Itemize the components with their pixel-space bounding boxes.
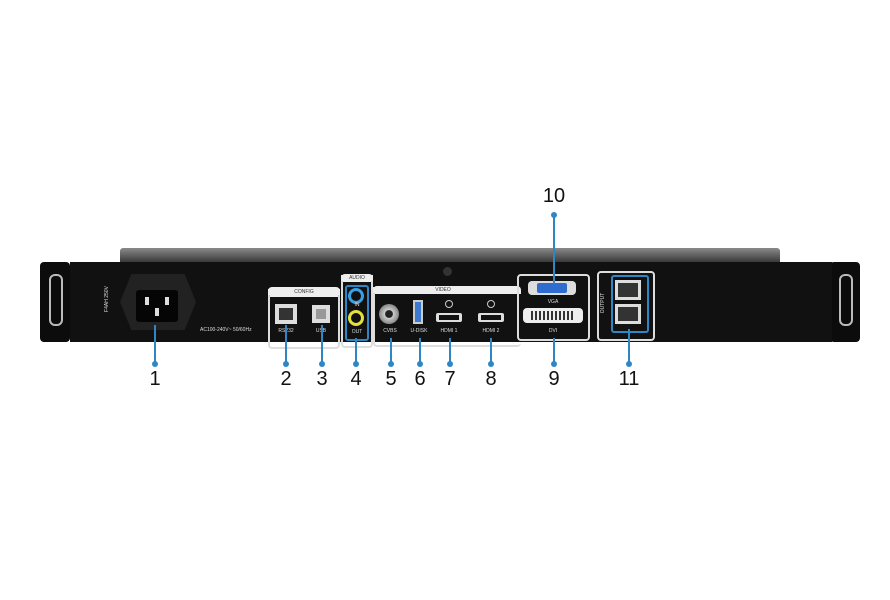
hdmi1-label: HDMI 1 [440, 328, 458, 334]
audio-in-label: IN [354, 302, 360, 308]
cvbs-port[interactable] [379, 304, 399, 324]
power-spec-label: AC100-240V~ 50/60Hz [200, 327, 252, 333]
output-group [597, 271, 655, 341]
callout-11: 11 [618, 368, 640, 390]
power-rating-label: F4AH 250V [104, 286, 110, 312]
output-label: OUTPUT [600, 292, 606, 314]
udisk-label: U-DISK [410, 328, 428, 334]
callout-5: 5 [385, 368, 397, 390]
udisk-port[interactable] [413, 300, 423, 324]
callout-1: 1 [149, 368, 161, 390]
callout-3: 3 [316, 368, 328, 390]
callout-4: 4 [350, 368, 362, 390]
video-label: VIDEO [373, 287, 513, 293]
hdmi2-label: HDMI 2 [482, 328, 500, 334]
vga-label: VGA [547, 299, 559, 305]
callout-10: 10 [542, 185, 566, 207]
left-rack-ear [40, 262, 70, 342]
hdmi1-port[interactable] [436, 313, 462, 322]
config-label: CONFIG [268, 289, 340, 295]
indicator-led [443, 267, 452, 276]
rs232-port[interactable] [275, 304, 297, 324]
cvbs-label: CVBS [383, 328, 397, 334]
audio-in-jack[interactable] [348, 288, 364, 304]
callout-6: 6 [414, 368, 426, 390]
dvi-port[interactable] [523, 308, 583, 323]
dvi-label: DVI [548, 328, 558, 334]
callout-8: 8 [485, 368, 497, 390]
usb-port[interactable] [312, 305, 330, 323]
vga-port[interactable] [528, 281, 576, 295]
callout-2: 2 [280, 368, 292, 390]
callout-9: 9 [548, 368, 560, 390]
output-port-1[interactable] [615, 280, 641, 300]
audio-label: AUDIO [341, 275, 373, 281]
audio-out-jack[interactable] [348, 310, 364, 326]
output-port-2[interactable] [615, 304, 641, 324]
audio-out-label: OUT [351, 329, 363, 335]
hdmi2-port[interactable] [478, 313, 504, 322]
callout-7: 7 [444, 368, 456, 390]
right-rack-ear [830, 262, 860, 342]
power-inlet[interactable] [136, 290, 178, 322]
device-top-cover [120, 248, 780, 262]
